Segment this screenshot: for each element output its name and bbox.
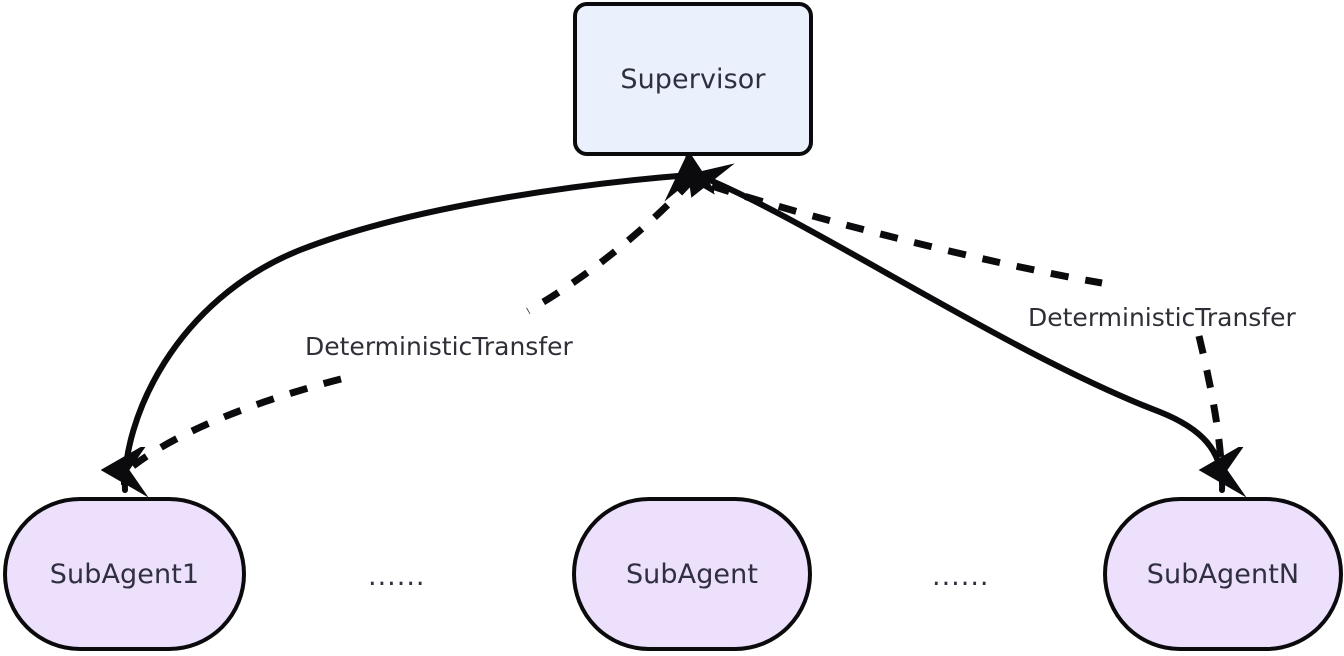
edge-supervisor-to-subagentN-upper [710, 182, 1103, 287]
node-supervisor[interactable]: Supervisor [573, 2, 813, 156]
edge-supervisor-to-subagent1-upper [526, 177, 695, 315]
edge-label-left-deterministic-transfer: DeterministicTransfer [300, 332, 578, 361]
node-subagentn-label: SubAgentN [1146, 558, 1300, 590]
node-subagent[interactable]: SubAgent [572, 497, 812, 651]
edge-label-right-deterministic-transfer: DeterministicTransfer [1023, 303, 1301, 332]
edge-supervisor-to-subagent1-lower [130, 375, 342, 469]
node-subagentn[interactable]: SubAgentN [1103, 497, 1343, 651]
node-supervisor-label: Supervisor [620, 63, 766, 95]
node-subagent-label: SubAgent [625, 558, 759, 590]
node-subagent1[interactable]: SubAgent1 [3, 497, 246, 651]
ellipsis-left: ...... [368, 561, 426, 592]
node-subagent1-label: SubAgent1 [49, 558, 200, 590]
ellipsis-right: ...... [932, 561, 990, 592]
edge-subagent1-to-supervisor [121, 175, 690, 493]
edge-subagentN-to-supervisor [700, 176, 1226, 493]
